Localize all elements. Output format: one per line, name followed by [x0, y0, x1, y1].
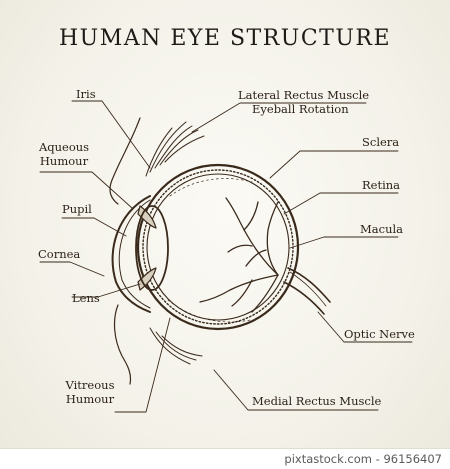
lower-lashes	[149, 327, 203, 365]
label-vitreous-humour: Vitreous Humour	[60, 378, 120, 406]
label-aqueous-line1: Aqueous	[38, 140, 90, 154]
label-vitreous-line2: Humour	[65, 392, 115, 406]
label-vitreous-line1: Vitreous	[65, 378, 115, 392]
upper-lashes	[145, 121, 205, 177]
label-optic-nerve: Optic Nerve	[344, 327, 415, 341]
label-medial-rectus: Medial Rectus Muscle	[252, 394, 382, 408]
label-cornea: Cornea	[38, 247, 81, 261]
label-lens: Lens	[72, 291, 100, 305]
label-macula: Macula	[360, 222, 404, 236]
choroid-layer	[142, 169, 294, 325]
label-lateral-line2: Eyeball Rotation	[252, 102, 349, 116]
optic-nerve-upper	[287, 267, 331, 303]
sclera-outline	[136, 163, 300, 331]
cornea-outline	[111, 195, 151, 313]
optic-nerve-lower	[283, 281, 325, 315]
cheek-outline	[113, 304, 132, 385]
retina-layer	[146, 173, 290, 321]
diagram-title: HUMAN EYE STRUCTURE	[58, 26, 392, 51]
label-lateral-rectus: Lateral Rectus Muscle Eyeball Rotation	[238, 88, 369, 116]
lens-outline	[135, 205, 169, 291]
stock-watermark-text: pixtastock.com - 96156407	[284, 452, 442, 466]
label-pupil: Pupil	[62, 202, 92, 216]
label-aqueous-humour: Aqueous Humour	[38, 140, 90, 168]
retinal-vessels	[199, 197, 279, 313]
label-lateral-line1: Lateral Rectus Muscle	[238, 88, 370, 102]
label-aqueous-line2: Humour	[39, 154, 89, 168]
label-iris: Iris	[76, 87, 96, 101]
stock-footer-bar: pixtastock.com - 96156407	[0, 448, 450, 469]
brow-outline	[109, 117, 141, 205]
leader-lines	[39, 100, 413, 413]
label-sclera: Sclera	[362, 135, 400, 149]
label-retina: Retina	[362, 178, 401, 192]
